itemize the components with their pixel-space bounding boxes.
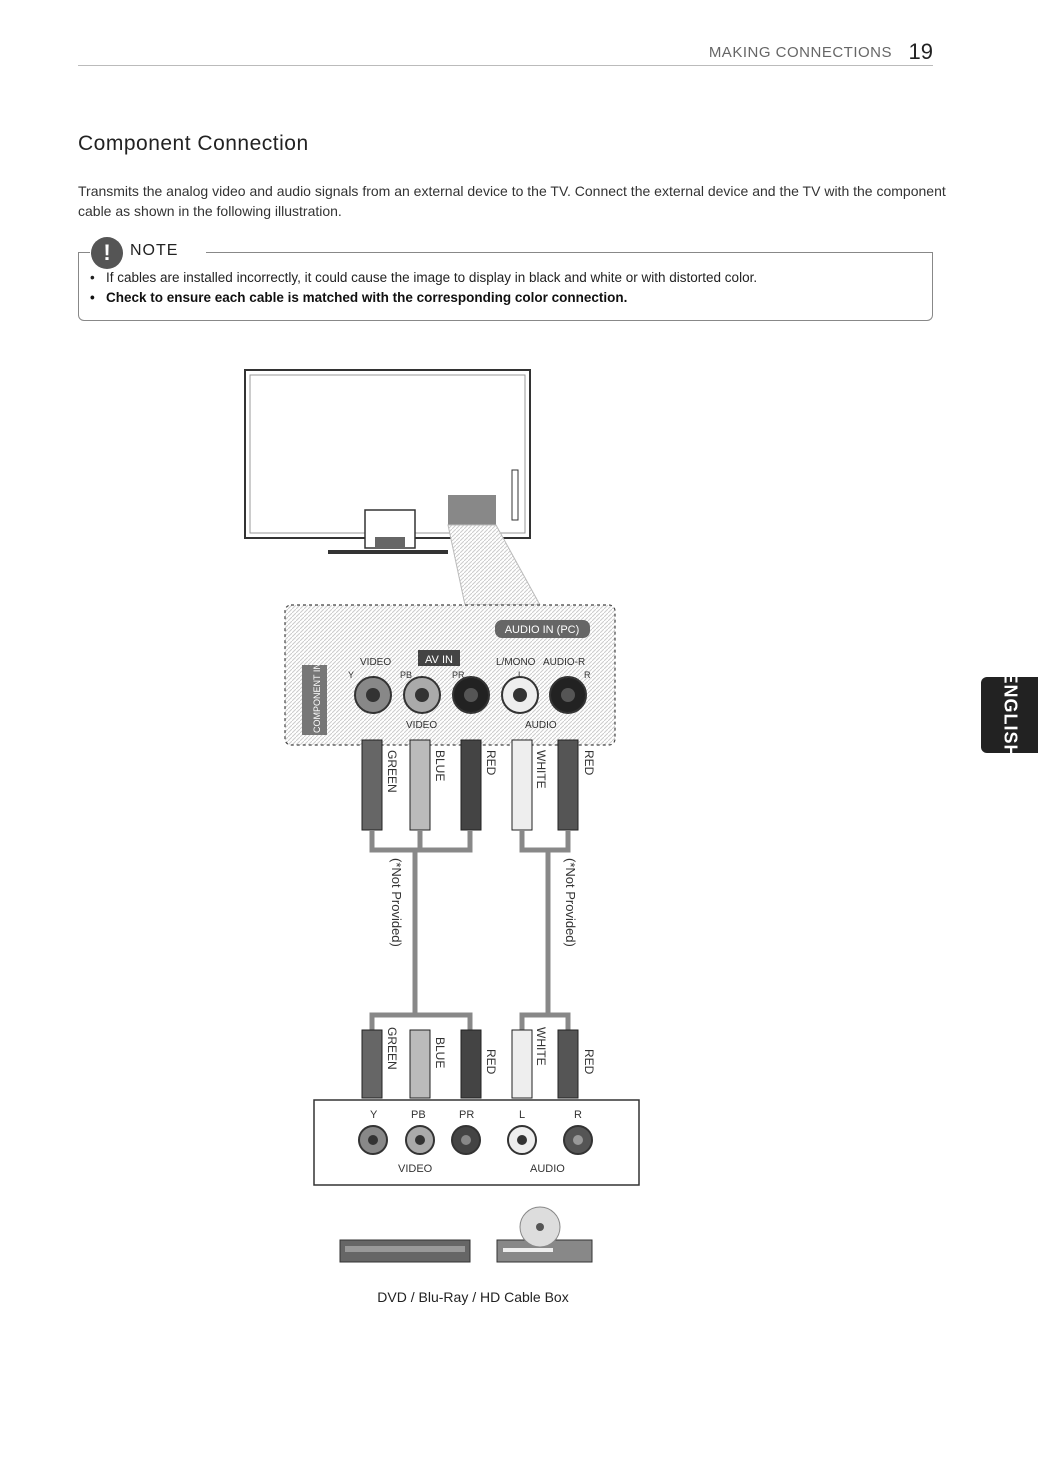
- tv-input-panel: COMPONENT IN AUDIO IN (PC) AV IN VIDEO L…: [284, 604, 616, 746]
- cable-label-green-bottom: GREEN: [385, 1027, 399, 1070]
- video-label: VIDEO: [360, 657, 391, 668]
- note-list: If cables are installed incorrectly, it …: [88, 268, 918, 308]
- not-provided-label-audio: (*Not Provided): [563, 858, 578, 947]
- page-title: Component Connection: [78, 132, 309, 155]
- component-in-label: COMPONENT IN: [312, 663, 322, 733]
- note-label: NOTE: [130, 242, 179, 259]
- panel-audio-group-label: AUDIO: [525, 720, 557, 731]
- note-exclamation-icon: !: [91, 237, 123, 269]
- jack-r-label: R: [584, 670, 591, 680]
- note-item: If cables are installed incorrectly, it …: [88, 268, 918, 288]
- jack-l-label: L: [518, 670, 523, 680]
- cable-label-blue-bottom: BLUE: [433, 1037, 447, 1068]
- cable-label-red-audio-top: RED: [582, 750, 596, 776]
- device-jack-pb-label: PB: [411, 1109, 426, 1121]
- panel-video-group-label: VIDEO: [406, 720, 437, 731]
- device-video-group-label: VIDEO: [398, 1163, 433, 1175]
- lmono-label: L/MONO: [496, 657, 536, 668]
- language-tab: ENGLISH: [981, 671, 1038, 759]
- cable-label-red-top: RED: [484, 750, 498, 776]
- page-number: 19: [908, 39, 933, 64]
- external-device-panel: Y PB PR L R VIDEO AUDIO: [313, 1099, 640, 1186]
- audio-in-pc-label: AUDIO IN (PC): [505, 624, 580, 636]
- caption: DVD / Blu-Ray / HD Cable Box: [377, 1289, 569, 1305]
- bottom-plugs: [361, 1029, 579, 1099]
- header-section-title: MAKING CONNECTIONS: [708, 44, 892, 61]
- cable-label-green-top: GREEN: [385, 750, 399, 793]
- top-plugs: [361, 739, 579, 831]
- note-top-rule-left: [78, 252, 90, 253]
- connection-diagram: COMPONENT IN AUDIO IN (PC) AV IN VIDEO L…: [244, 369, 640, 1263]
- header-rule: [78, 65, 933, 66]
- av-in-label: AV IN: [425, 654, 453, 666]
- language-tab-label: ENGLISH: [1000, 671, 1020, 759]
- device-jack-y-label: Y: [370, 1109, 378, 1121]
- device-audio-group-label: AUDIO: [530, 1163, 565, 1175]
- cable-label-red-audio-bottom: RED: [582, 1049, 596, 1075]
- source-devices-illustration: [339, 1206, 593, 1263]
- intro-paragraph: Transmits the analog video and audio sig…: [78, 183, 946, 219]
- jack-pr-label: PR: [452, 670, 465, 680]
- cable-label-blue-top: BLUE: [433, 750, 447, 781]
- cable-label-red-bottom: RED: [484, 1049, 498, 1075]
- jack-pb-label: PB: [400, 670, 412, 680]
- note-top-rule: [206, 252, 933, 253]
- device-jack-r-label: R: [574, 1109, 582, 1121]
- audio-r-label: AUDIO-R: [543, 657, 585, 668]
- device-jack-pr-label: PR: [459, 1109, 474, 1121]
- device-jack-l-label: L: [519, 1109, 525, 1121]
- jack-y-label: Y: [348, 670, 354, 680]
- tv-illustration: [244, 369, 541, 606]
- note-item-bold: Check to ensure each cable is matched wi…: [88, 288, 918, 308]
- not-provided-label-video: (*Not Provided): [389, 858, 404, 947]
- note-box: [78, 253, 933, 321]
- cable-label-white-bottom: WHITE: [534, 1027, 548, 1066]
- cable-label-white-top: WHITE: [534, 750, 548, 789]
